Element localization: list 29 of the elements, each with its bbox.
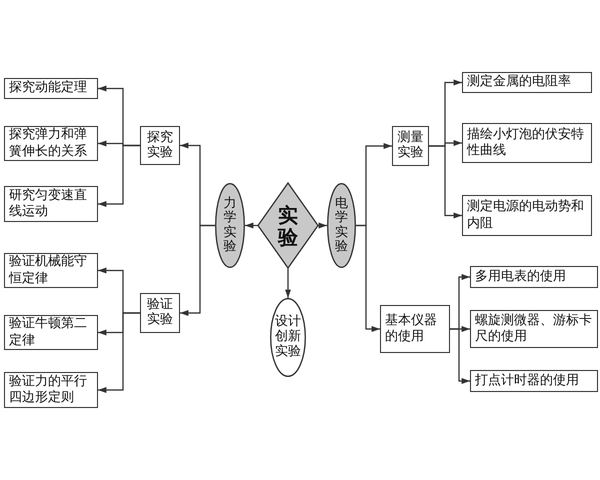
arrow <box>356 224 380 332</box>
topic-box: 探究动能定理 <box>4 78 98 99</box>
arrow <box>98 312 140 393</box>
category-ellipse: 设计创新实验 <box>270 298 306 377</box>
arrow <box>245 222 258 228</box>
topic-box: 探究弹力和弹簧伸长的关系 <box>4 126 98 161</box>
topic-box: 测量实验 <box>392 126 429 166</box>
category-ellipse: 电学实验 <box>327 183 356 268</box>
topic-box: 研究匀变速直线运动 <box>4 186 98 222</box>
topic-box: 验证机械能守恒定律 <box>4 253 98 288</box>
topic-box: 验证实验 <box>140 293 180 333</box>
topic-box: 螺旋测微器、游标卡尺的使用 <box>470 310 598 348</box>
topic-box: 描绘小灯泡的伏安特性曲线 <box>462 123 592 163</box>
topic-box: 基本仪器的使用 <box>380 305 450 353</box>
category-ellipse: 力学实验 <box>215 183 245 268</box>
decision-diamond: 实验 <box>258 183 318 268</box>
arrow <box>285 268 291 298</box>
topic-box: 多用电表的使用 <box>470 266 598 288</box>
arrow <box>318 222 327 228</box>
arrow <box>429 145 462 218</box>
arrow <box>450 328 470 384</box>
topic-box: 测定电源的电动势和内阻 <box>462 195 592 236</box>
topic-box: 打点计时器的使用 <box>470 370 598 392</box>
topic-box: 验证牛顿第二定律 <box>4 315 98 350</box>
topic-box: 测定金属的电阻率 <box>462 72 592 93</box>
arrow <box>98 144 140 207</box>
arrow <box>180 224 215 316</box>
topic-box: 验证力的平行四边形定则 <box>4 372 98 408</box>
topic-box: 探究实验 <box>140 126 180 165</box>
